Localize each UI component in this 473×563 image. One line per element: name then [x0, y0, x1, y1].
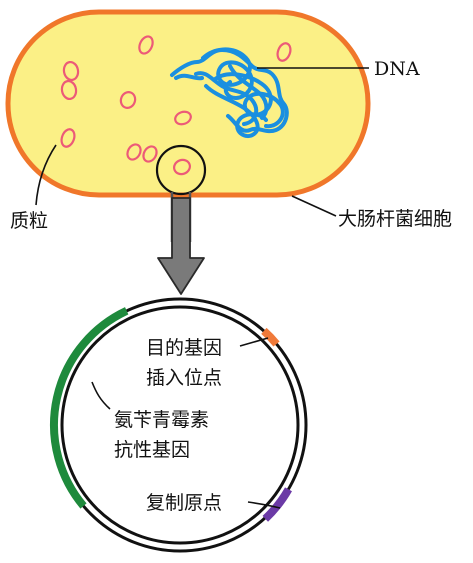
ampicillin-label-line1: 氨苄青霉素: [114, 409, 209, 431]
dna-label: DNA: [374, 58, 420, 80]
insertion-site-label-line2: 插入位点: [146, 367, 222, 389]
origin-label: 复制原点: [146, 492, 222, 514]
insertion-site-label-line1: 目的基因: [146, 337, 222, 359]
cell-label: 大肠杆菌细胞: [338, 208, 452, 230]
ecoli-cell: [8, 12, 368, 195]
ampicillin-label-line2: 抗性基因: [114, 439, 190, 461]
zoom-arrow: [158, 198, 204, 294]
ampicillin-leader: [92, 382, 110, 409]
cell-body: [8, 12, 368, 195]
cell-leader-line: [292, 196, 336, 216]
plasmid-label: 质粒: [10, 210, 48, 232]
